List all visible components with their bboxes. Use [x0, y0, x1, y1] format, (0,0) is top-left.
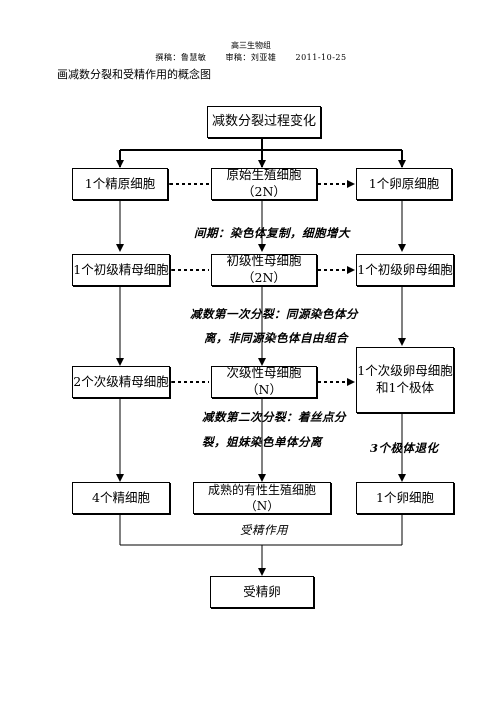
reviewer-label: 审稿：刘亚雄	[225, 53, 277, 62]
note-meiosis-1-line1: 减数第一次分裂：同源染色体分	[190, 307, 358, 321]
node-mature-gamete: 成熟的有性生殖细胞（N）	[193, 482, 331, 514]
node-secondary-gametocyte: 次级性母细胞（N）	[211, 365, 317, 398]
node-oogonium: 1个卵原细胞	[356, 168, 452, 200]
note-meiosis-2-line1: 减数第二次分裂：着丝点分	[202, 410, 346, 424]
node-egg-cell: 1个卵细胞	[356, 482, 454, 514]
secondary-oocyte-line1: 1个次级卵母细胞	[357, 363, 453, 379]
note-fertilization: 受精作用	[240, 523, 288, 537]
secondary-oocyte-line2: 和1个极体	[376, 380, 434, 395]
header-credits: 撰稿：鲁慧敏 审稿：刘亚雄 2011-10-25	[0, 52, 502, 63]
header-group: 高三生物组	[231, 41, 271, 50]
note-interphase: 间期：染色体复制，细胞增大	[194, 226, 350, 240]
note-meiosis-2-line2: 裂，姐妹染色单体分离	[202, 435, 322, 449]
node-primary-gametocyte: 初级性母细胞（2N）	[211, 253, 317, 286]
node-meiosis-process: 减数分裂过程变化	[207, 106, 321, 138]
node-secondary-oocyte: 1个次级卵母细胞 和1个极体	[356, 347, 454, 413]
node-primary-oocyte: 1个初级卵母细胞	[356, 254, 454, 286]
node-primary-spermatocyte: 1个初级精母细胞	[72, 254, 170, 286]
node-primordial-germ-cell: 原始生殖细胞（2N）	[211, 167, 317, 200]
page-title: 画减数分裂和受精作用的概念图	[57, 68, 211, 81]
node-spermatogonium: 1个精原细胞	[72, 168, 168, 200]
node-secondary-spermatocyte: 2个次级精母细胞	[72, 366, 170, 398]
note-polar-bodies: 3个极体退化	[370, 441, 439, 455]
node-sperm-cells: 4个精细胞	[72, 482, 170, 514]
node-zygote: 受精卵	[210, 576, 314, 608]
author-label: 撰稿：鲁慧敏	[155, 53, 207, 62]
date-label: 2011-10-25	[295, 53, 347, 62]
note-meiosis-1-line2: 离，非同源染色体自由组合	[204, 331, 348, 345]
